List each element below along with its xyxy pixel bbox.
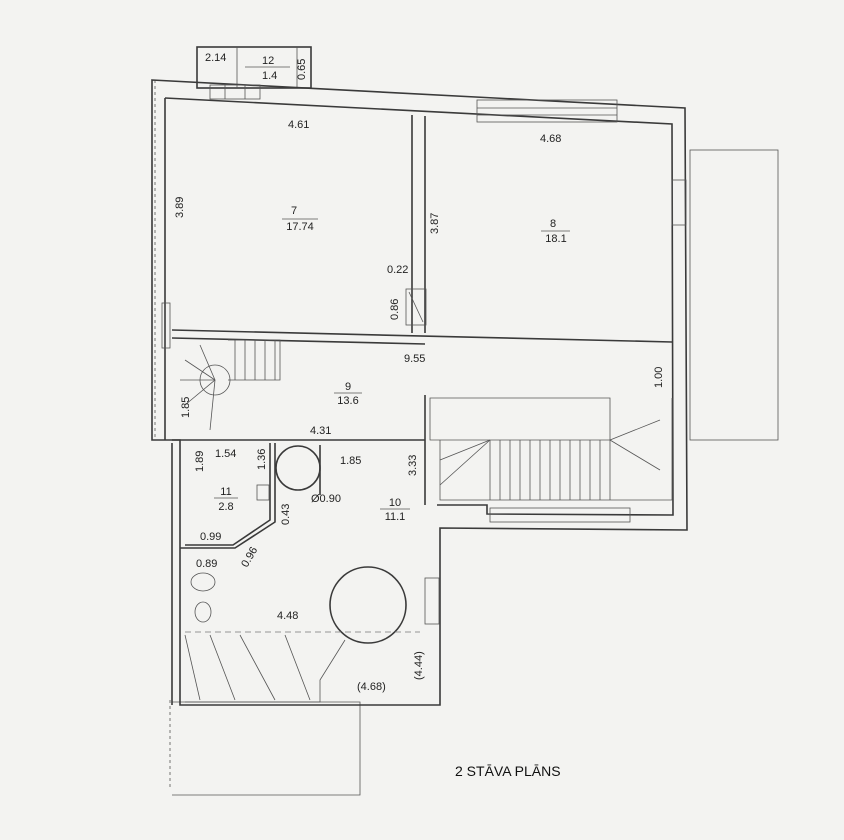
dim-door: 0.86 (389, 299, 401, 320)
dim-diagonal: 0.96 (239, 545, 260, 570)
dim-room11-bottom: 0.99 (200, 531, 221, 543)
plan-title: 2 STĀVA PLĀNS (455, 763, 561, 779)
dim-room10-inner: 1.85 (340, 455, 361, 467)
dim-room7-height: 3.89 (174, 197, 186, 218)
dim-outer-height: (4.44) (413, 651, 425, 680)
terrace (689, 149, 779, 441)
room-labels: 7 17.74 8 18.1 9 13.6 10 11.1 11 2.8 (214, 205, 570, 523)
dim-outer-width: (4.68) (357, 681, 386, 693)
dim-column-diameter: Ø0.90 (311, 493, 341, 505)
dim-room8-height: 3.87 (429, 213, 441, 234)
room-11-number: 11 (220, 486, 231, 498)
fixtures (184, 445, 420, 703)
room-10-number: 10 (389, 497, 401, 509)
room-7-area: 17.74 (286, 221, 314, 233)
dim-corridor-width: 1.00 (653, 367, 665, 388)
windows (161, 84, 687, 625)
room-7-number: 7 (291, 205, 297, 217)
dim-room11-width: 1.54 (215, 448, 236, 460)
dim-room10-top: 4.31 (310, 425, 331, 437)
stair-left (180, 339, 281, 431)
dim-partition: 0.22 (387, 264, 408, 276)
room-9-area: 13.6 (337, 395, 358, 407)
balcony-width: 2.14 (205, 52, 226, 64)
room-9-number: 9 (345, 381, 351, 393)
dim-room7-width: 4.61 (288, 119, 309, 131)
dim-room10-height: 3.33 (407, 455, 419, 476)
partitions (171, 115, 673, 705)
dim-room8-width: 4.68 (540, 133, 561, 145)
balcony (196, 46, 312, 89)
dim-wall-segment: 0.43 (280, 504, 292, 525)
dim-room11-height: 1.89 (194, 451, 206, 472)
balcony-number: 12 (262, 55, 274, 67)
guide-lines (154, 80, 171, 790)
sink-icon (194, 601, 212, 623)
room-10-area: 11.1 (385, 511, 406, 523)
room-8-number: 8 (550, 218, 556, 230)
toilet-icon (190, 572, 216, 592)
balcony-depth: 0.65 (296, 59, 308, 80)
dim-corridor-length: 9.55 (404, 353, 425, 365)
room-11-area: 2.8 (218, 501, 233, 513)
dim-closet-height: 1.36 (256, 449, 268, 470)
lower-terrace (172, 701, 361, 796)
outer-walls (151, 79, 688, 706)
dim-room10-width: 4.48 (277, 610, 298, 622)
balcony-area: 1.4 (262, 70, 277, 82)
dim-stair-width: 1.85 (180, 397, 192, 418)
room-8-area: 18.1 (545, 233, 566, 245)
column-small (275, 445, 321, 491)
dimension-labels: 2.14 12 1.4 0.65 4.61 4.68 3.89 3.87 0.2… (174, 52, 665, 693)
column-large (329, 566, 407, 644)
dim-toilet-width: 0.89 (196, 558, 217, 570)
stair-right (429, 397, 673, 501)
